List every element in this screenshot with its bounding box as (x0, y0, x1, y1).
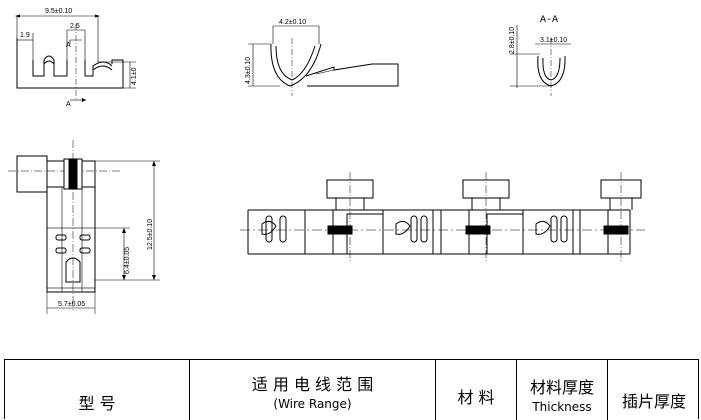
front-view (15, 14, 136, 102)
side-view (248, 25, 399, 96)
col-tab-thickness-label: 插片厚度 (621, 392, 686, 411)
col-wire-range-label: 适 用 电 线 范 围 (251, 375, 374, 394)
col-material-label: 材 料 (457, 388, 495, 407)
strip-view (240, 172, 645, 262)
col-thickness: 材料厚度 Thickness (516, 360, 607, 420)
col-wire-range-en: (Wire Range) (273, 397, 352, 411)
col-model-label: 型 号 (78, 394, 116, 413)
dim-small-step: 1.9 (20, 32, 30, 39)
technical-drawing: 9.5±0.10 1.9 2.5 A A 4.1±0 4.2±0.10 4.3±… (8, 8, 645, 314)
section-view (510, 25, 571, 96)
spec-table: 型 号 适 用 电 线 范 围 (Wire Range) 材 料 材料厚度 Th… (4, 359, 700, 420)
top-view (8, 140, 160, 314)
col-thickness-en: Thickness (532, 400, 592, 414)
dim-bottom-width: 5.7±0.05 (58, 301, 85, 308)
dim-section-width: 3.1±0.10 (540, 37, 567, 44)
col-model: 型 号 (5, 360, 189, 420)
dim-overall-width: 9.5±0.10 (45, 8, 72, 15)
dim-total-length: 12.5±0.10 (147, 219, 154, 250)
section-mark-top: A (66, 42, 71, 49)
col-tab-thickness: 插片厚度 (607, 360, 700, 420)
dim-section-height: 2.8±0.10 (509, 27, 516, 54)
section-mark-bottom: A (66, 101, 71, 108)
dim-u-height: 4.3±0.10 (245, 57, 252, 84)
dim-side-height: 4.1±0 (131, 67, 138, 85)
col-material: 材 料 (435, 360, 516, 420)
dim-lower-length: 6.4±0.05 (124, 247, 131, 274)
section-title: A-A (540, 15, 558, 26)
col-wire-range: 适 用 电 线 范 围 (Wire Range) (189, 360, 435, 420)
dim-u-width: 4.2±0.10 (279, 19, 306, 26)
dim-slot-width: 2.5 (70, 23, 80, 30)
col-thickness-label: 材料厚度 (529, 378, 594, 397)
